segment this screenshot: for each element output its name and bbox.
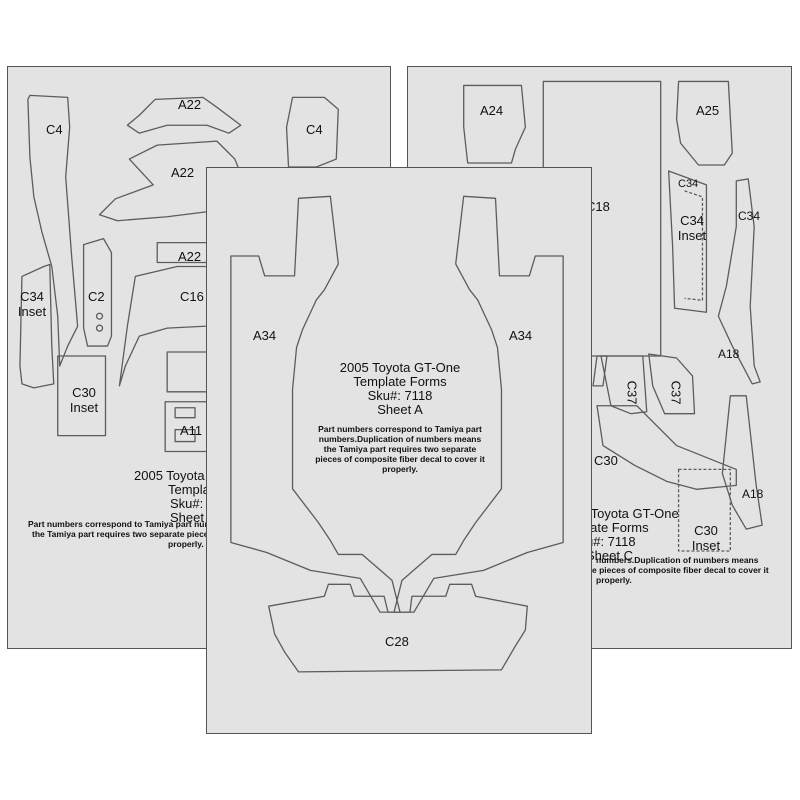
sheet-c-title: 5 Toyota GT-One plate Forms u#: 7118 She… <box>580 506 679 563</box>
part-label-c30-inset: C30 Inset <box>691 523 721 553</box>
part-label-a18-lower: A18 <box>742 487 764 501</box>
sheet-c-note: numbers.Duplication of numbers means e p… <box>592 555 769 585</box>
part-label-a11: A11 <box>180 423 203 438</box>
sheet-a-note: Part numbers correspond to Tamiya part n… <box>315 424 485 474</box>
part-label-c37-left: C37 <box>624 380 640 405</box>
part-label-c2: C2 <box>88 289 105 304</box>
part-label-c34-inset: C34 Inset <box>17 289 47 319</box>
part-label-c4-right: C4 <box>306 122 323 137</box>
part-label-c30-inset: C30 Inset <box>69 385 99 415</box>
part-label-a22-middle: A22 <box>171 165 195 180</box>
sheet-b-note: Part numbers correspond to Tamiya part n… <box>28 519 218 549</box>
sheet-b-outlines <box>19 94 339 453</box>
part-label-c34-small: C34 <box>678 178 699 190</box>
sheet-a: A34 A34 C28 2005 Toyota GT-One Template … <box>206 167 592 734</box>
part-label-a22-lower: A22 <box>178 249 202 264</box>
sheet-a-outlines <box>230 195 564 673</box>
part-label-a22-top: A22 <box>178 97 202 112</box>
part-label-a18-upper: A18 <box>718 347 740 361</box>
part-label-c16: C16 <box>180 289 204 304</box>
sheet-a-title: 2005 Toyota GT-One Template Forms Sku#: … <box>339 360 461 417</box>
part-label-c37-right: C37 <box>668 380 684 405</box>
part-label-a34-right: A34 <box>509 328 533 343</box>
part-label-c34-right: C34 <box>738 209 761 223</box>
part-label-c28: C28 <box>385 634 409 649</box>
part-label-c4-left: C4 <box>46 122 63 137</box>
part-label-a34-left: A34 <box>253 328 277 343</box>
part-label-a25: A25 <box>696 103 720 118</box>
part-label-c30: C30 <box>594 453 618 468</box>
part-label-a24: A24 <box>480 103 504 118</box>
sheet-c-outlines <box>463 80 763 552</box>
part-label-c34-inset: C34 Inset <box>677 213 707 243</box>
